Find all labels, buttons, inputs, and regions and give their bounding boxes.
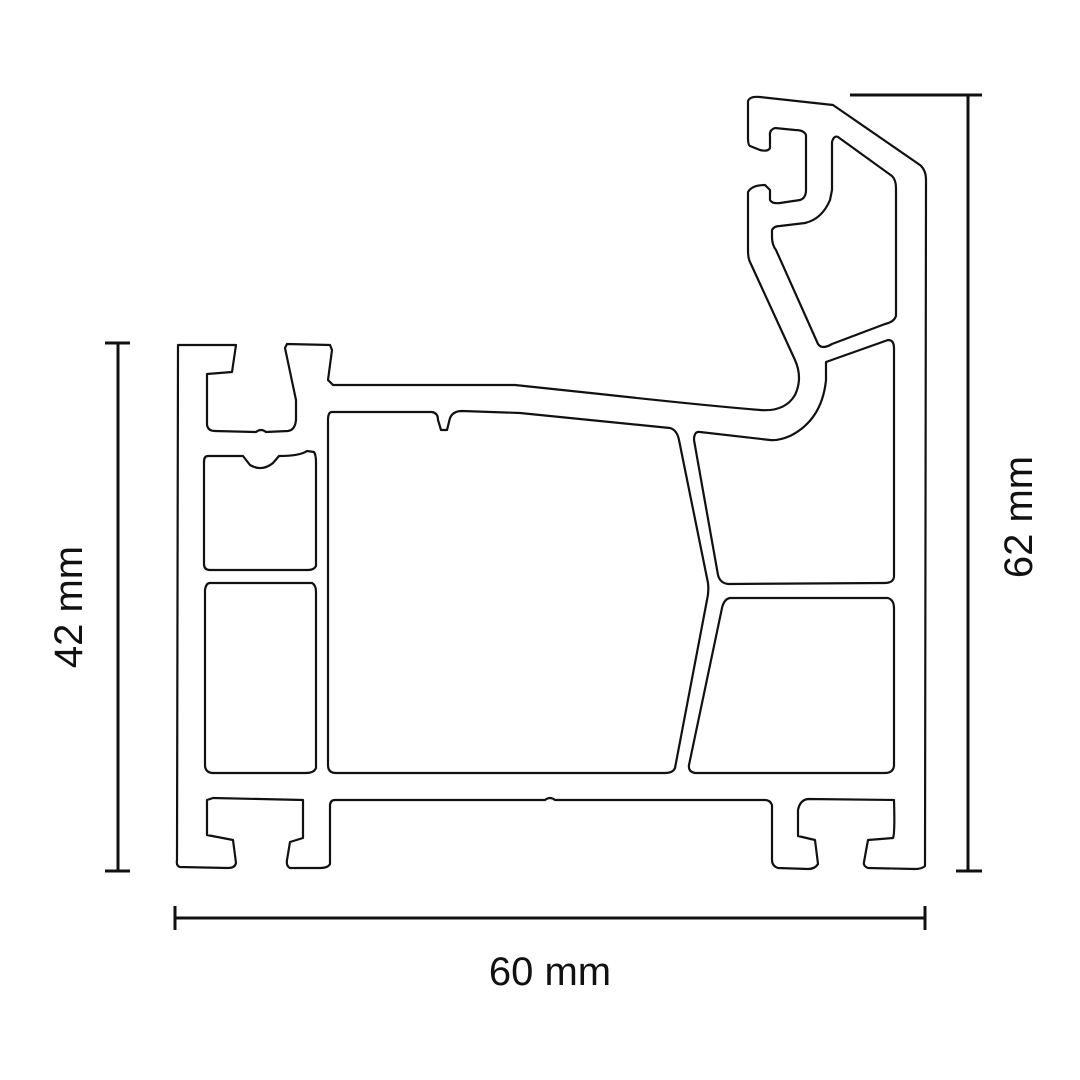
chamber-main — [326, 409, 710, 775]
chamber-left-bottom — [203, 581, 318, 775]
chamber-right-top — [770, 135, 898, 349]
label-height-right: 62 mm — [997, 456, 1041, 578]
chamber-left-top — [202, 449, 318, 572]
profile-outer-contour — [175, 95, 928, 871]
label-width: 60 mm — [489, 950, 611, 994]
dimension-height-left — [105, 341, 130, 873]
dimension-width — [173, 906, 927, 930]
label-height-left: 42 mm — [47, 546, 91, 668]
chamber-right-bottom — [687, 596, 896, 775]
dimension-height-right — [850, 93, 982, 873]
chamber-right-middle — [692, 338, 896, 586]
